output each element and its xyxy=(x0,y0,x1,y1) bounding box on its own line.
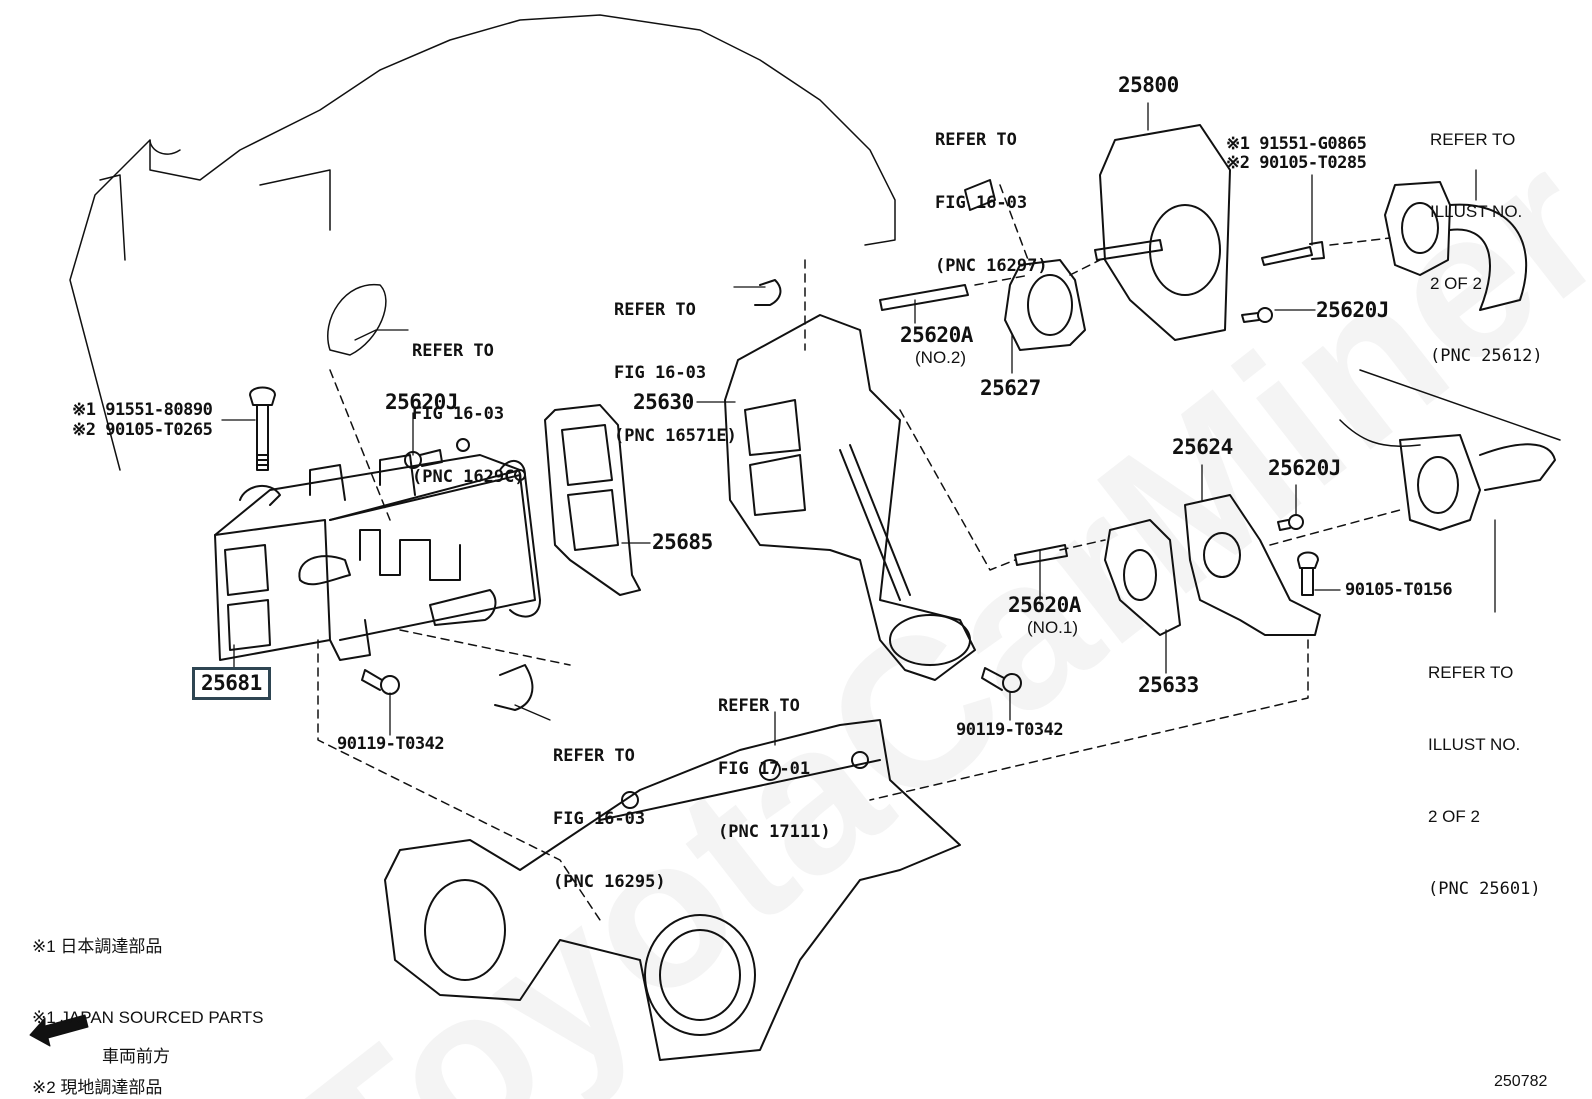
ref-line: REFER TO xyxy=(935,130,1017,150)
ref-line: (PNC 25601) xyxy=(1428,879,1541,899)
part-label-90119-t0342-right[interactable]: 90119-T0342 xyxy=(956,720,1064,740)
sourced-bolt-right-2[interactable]: ※2 90105-T0285 xyxy=(1226,153,1367,173)
ref-line: REFER TO xyxy=(412,341,494,361)
ref-line: ILLUST NO. xyxy=(1430,202,1523,221)
part-label-25624[interactable]: 25624 xyxy=(1172,435,1233,459)
ref-line: FIG 16-03 xyxy=(935,193,1028,213)
intake-manifold-drawing xyxy=(384,719,961,1061)
ref-fig-16-03-pnc-16571e[interactable]: REFER TO FIG 16-03 (PNC 16571E) xyxy=(614,258,737,489)
ref-line: (PNC 16297) xyxy=(935,256,1048,276)
ref-line: ILLUST NO. xyxy=(1428,735,1521,754)
ref-line: FIG 16-03 xyxy=(553,809,646,829)
illustration-id: 250782 xyxy=(1494,1073,1548,1090)
sourced-bolt-left-2[interactable]: ※2 90105-T0265 xyxy=(72,420,213,440)
ref-line: REFER TO xyxy=(553,746,635,766)
ref-fig-16-03-pnc-1629c[interactable]: REFER TO FIG 16-03 (PNC 1629C) xyxy=(412,299,525,530)
ref-line: FIG 16-03 xyxy=(412,404,505,424)
gasket-25685-drawing xyxy=(544,404,641,596)
part-sublabel-no1: (NO.1) xyxy=(1027,618,1078,637)
sourcing-legend: ※1 日本調達部品 ※1 JAPAN SOURCED PARTS ※2 現地調達… xyxy=(32,888,265,1099)
flange-drawing xyxy=(1384,181,1556,531)
ref-line: FIG 17-01 xyxy=(718,759,811,779)
part-label-25620j-plate[interactable]: 25620J xyxy=(1268,456,1341,480)
egr-valve-25630-drawing xyxy=(724,314,976,681)
part-label-25620j-cooler[interactable]: 25620J xyxy=(385,390,458,414)
part-label-25620a-no1[interactable]: 25620A xyxy=(1008,593,1081,617)
ref-illust-2of2-pnc-25601[interactable]: REFER TO ILLUST NO. 2 OF 2 (PNC 25601) xyxy=(1428,613,1541,949)
ref-line: (PNC 17111) xyxy=(718,822,831,842)
ref-line: 2 OF 2 xyxy=(1430,274,1482,293)
bolt-left-drawing xyxy=(249,386,276,471)
part-label-25800[interactable]: 25800 xyxy=(1118,73,1179,97)
dashed-lines xyxy=(317,184,1401,921)
part-label-25620a-no2[interactable]: 25620A xyxy=(900,323,973,347)
vehicle-front-label: 車両前方 VEHICLE FRONT SIDE xyxy=(102,998,282,1099)
ref-line: REFER TO xyxy=(614,300,696,320)
part-label-25681-highlighted[interactable]: 25681 xyxy=(192,667,271,700)
actuator-25800-drawing xyxy=(1094,124,1231,341)
ref-line: (PNC 25612) xyxy=(1430,346,1543,366)
part-label-90105-t0156[interactable]: 90105-T0156 xyxy=(1345,580,1453,600)
ref-fig-16-03-pnc-16295[interactable]: REFER TO FIG 16-03 (PNC 16295) xyxy=(553,704,666,935)
part-label-25685[interactable]: 25685 xyxy=(652,530,713,554)
part-label-25630[interactable]: 25630 xyxy=(633,390,694,414)
hose-stubs-drawing xyxy=(494,179,996,711)
plate-25624-drawing xyxy=(1014,494,1321,636)
legend-line: ※2 現地調達部品 xyxy=(32,1078,163,1097)
part-sublabel-no2: (NO.2) xyxy=(915,348,966,367)
ref-fig-17-01-pnc-17111[interactable]: REFER TO FIG 17-01 (PNC 17111) xyxy=(718,654,831,885)
sourced-bolt-right-1[interactable]: ※1 91551-G0865 xyxy=(1226,134,1367,154)
leader-lines xyxy=(221,102,1496,746)
part-label-25627[interactable]: 25627 xyxy=(980,376,1041,400)
ref-line: (PNC 16571E) xyxy=(614,426,737,446)
part-label-90119-t0342-left[interactable]: 90119-T0342 xyxy=(337,734,445,754)
small-bolt-drawings xyxy=(361,241,1325,695)
ref-line: REFER TO xyxy=(1430,130,1516,149)
ref-fig-16-03-pnc-16297[interactable]: REFER TO FIG 16-03 (PNC 16297) xyxy=(935,88,1048,319)
vehicle-front-arrow xyxy=(29,1014,89,1047)
part-label-25633[interactable]: 25633 xyxy=(1138,673,1199,697)
egr-cooler-drawing xyxy=(214,438,541,661)
part-label-25620j-actuator[interactable]: 25620J xyxy=(1316,298,1389,322)
ref-line: FIG 16-03 xyxy=(614,363,707,383)
ref-line: (PNC 16295) xyxy=(553,872,666,892)
ref-line: 2 OF 2 xyxy=(1428,807,1480,826)
vehicle-front-jp: 車両前方 xyxy=(102,1047,170,1066)
gasket-25627-drawing xyxy=(879,259,1086,351)
ref-line: REFER TO xyxy=(718,696,800,716)
legend-line: ※1 日本調達部品 xyxy=(32,937,163,956)
ref-line: (PNC 1629C) xyxy=(412,467,525,487)
ref-line: REFER TO xyxy=(1428,663,1514,682)
legend-line: ※1 JAPAN SOURCED PARTS xyxy=(32,1007,264,1027)
sourced-bolt-left-1[interactable]: ※1 91551-80890 xyxy=(72,400,213,420)
ref-illust-2of2-pnc-25612[interactable]: REFER TO ILLUST NO. 2 OF 2 (PNC 25612) xyxy=(1430,80,1543,416)
engine-outline xyxy=(69,14,1561,471)
